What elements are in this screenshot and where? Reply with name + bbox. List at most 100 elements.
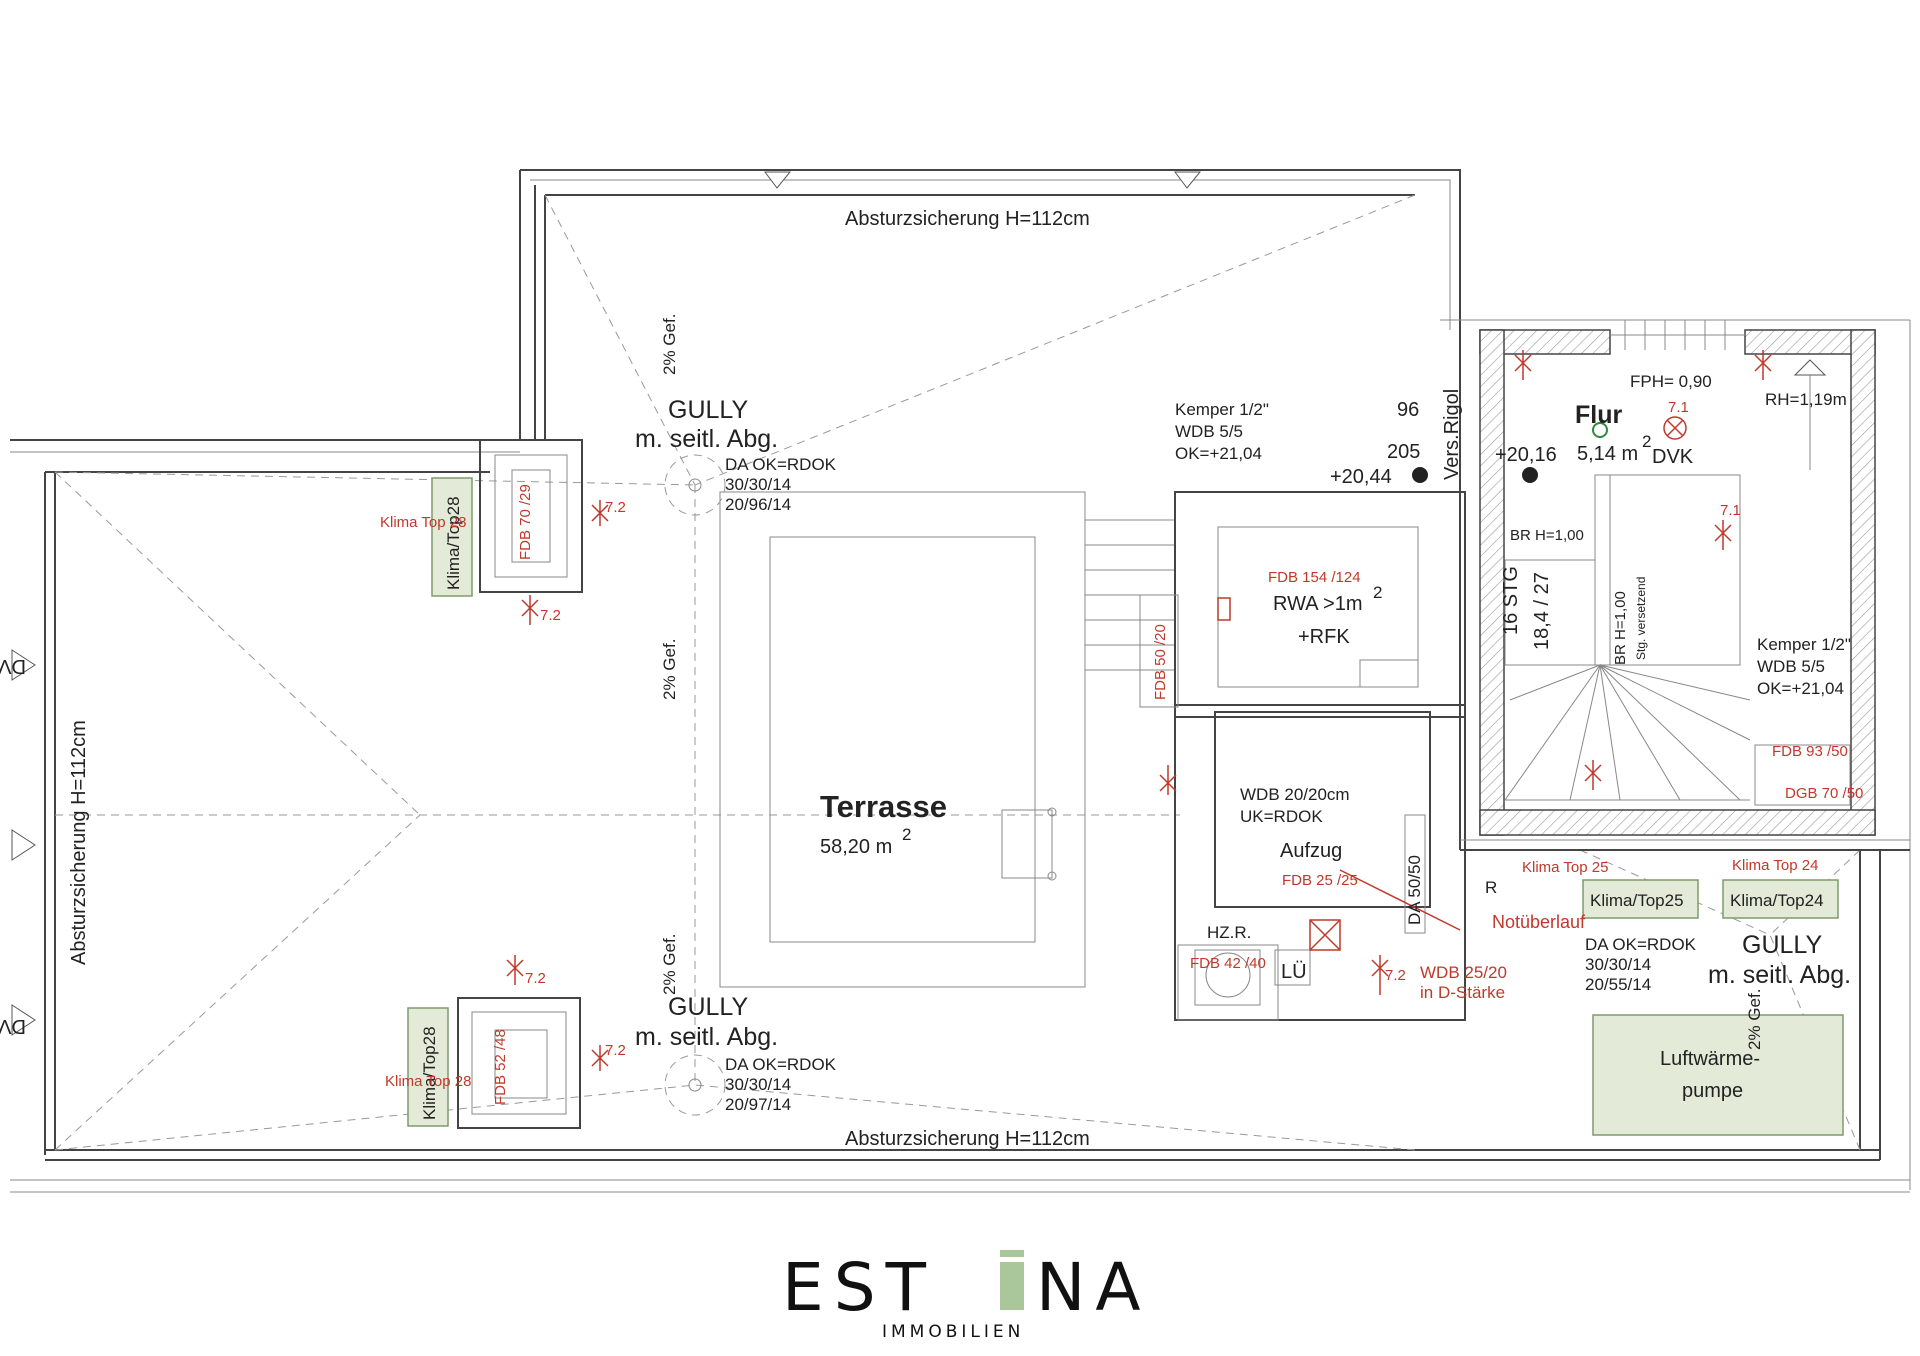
- label-dvk-left-1: DVK: [0, 655, 26, 677]
- klima-box-top28-a: [431, 477, 473, 597]
- label-level-2044: +20,44: [1330, 466, 1392, 488]
- label-gully-1-d3: 20/96/14: [725, 495, 791, 514]
- label-brh-2: BR H=1,00: [1612, 591, 1629, 665]
- label-flur-area-sup: 2: [1642, 432, 1651, 451]
- label-dvk-flur: DVK: [1652, 446, 1694, 468]
- label-gully-2-d2: 30/30/14: [725, 1075, 791, 1094]
- label-brh-1: BR H=1,00: [1510, 527, 1584, 544]
- gully-symbol-2: [664, 1054, 726, 1116]
- label-klima-top28-b: Klima/Top28: [420, 1026, 439, 1120]
- label-gully-3-d3: 20/55/14: [1585, 975, 1651, 994]
- label-gully-2-title: GULLY: [668, 993, 748, 1021]
- label-klima-red-4: Klima Top 24: [1732, 857, 1818, 874]
- label-rh: RH=1,19m: [1765, 390, 1847, 409]
- label-klima-red-2: Klima Top 28: [385, 1073, 471, 1090]
- label-n72-e: 7.2: [1385, 967, 1406, 984]
- label-n71-b: 7.1: [1720, 502, 1741, 519]
- klima-box-top28-b: [407, 1007, 449, 1127]
- label-klima-top25: Klima/Top25: [1590, 891, 1684, 910]
- label-railing-top: Absturzsicherung H=112cm: [845, 208, 1090, 230]
- label-kemper-2-b: WDB 5/5: [1757, 657, 1825, 676]
- label-n72-a: 7.2: [605, 499, 626, 516]
- level-marker-2: [1522, 467, 1538, 483]
- logo-text-right: NA: [1036, 1249, 1151, 1326]
- estina-logo: EST NA IMMOBILIEN: [782, 1249, 1151, 1342]
- label-fdb-154-124: FDB 154 /124: [1268, 569, 1361, 586]
- label-fdb-52-48: FDB 52 /48: [492, 1029, 509, 1105]
- label-slope-3: 2% Gef.: [660, 934, 679, 995]
- label-stg-sub: Stg. versetzend: [1634, 577, 1648, 660]
- label-wdb-20: WDB 20/20cm: [1240, 785, 1350, 804]
- label-klima-top28-a: Klima/Top28: [444, 496, 463, 590]
- label-n72-b: 7.2: [540, 607, 561, 624]
- klima-box-top25: [1582, 879, 1699, 919]
- label-stg-1: 16 STG: [1500, 566, 1522, 635]
- label-dgb-70-50: DGB 70 /50: [1785, 785, 1863, 802]
- label-wdb-25-b: in D-Stärke: [1420, 983, 1505, 1002]
- logo-accent-dot: [1000, 1250, 1024, 1257]
- label-kemper-2-a: Kemper 1/2": [1757, 635, 1851, 654]
- label-aufzug: Aufzug: [1280, 840, 1342, 862]
- label-n72-d: 7.2: [605, 1042, 626, 1059]
- heat-pump-box: [1592, 1014, 1844, 1136]
- label-klima-top24: Klima/Top24: [1730, 891, 1824, 910]
- logo-accent-bar: [1000, 1262, 1024, 1310]
- label-gully-2-d3: 20/97/14: [725, 1095, 791, 1114]
- label-vers-rigol: Vers.Rigol: [1441, 389, 1463, 480]
- label-flur-name: Flur: [1575, 401, 1622, 429]
- label-flur-area: 5,14 m: [1577, 443, 1638, 465]
- chimney-top: [479, 439, 583, 593]
- label-slope-4: 2% Gef.: [1745, 989, 1764, 1050]
- label-gully-2-d1: DA OK=RDOK: [725, 1055, 837, 1074]
- label-heatpump-1: Luftwärme-: [1660, 1048, 1760, 1070]
- label-gully-3-sub: m. seitl. Abg.: [1708, 961, 1851, 989]
- logo-subtitle: IMMOBILIEN: [882, 1322, 1024, 1342]
- terrace-frames: [719, 491, 1175, 988]
- level-marker-1: [1412, 467, 1428, 483]
- label-terrace-area-sup: 2: [902, 825, 911, 844]
- label-rfk: +RFK: [1298, 626, 1350, 648]
- label-uk-rdok: UK=RDOK: [1240, 807, 1323, 826]
- label-fdb-50-20: FDB 50 /20: [1152, 624, 1169, 700]
- gully-symbol-1: [664, 454, 726, 516]
- label-fdb-70-29: FDB 70 /29: [517, 484, 534, 560]
- label-terrace-name: Terrasse: [820, 789, 947, 824]
- label-kemper-1-c: OK=+21,04: [1175, 444, 1262, 463]
- label-da-50: DA 50/50: [1405, 855, 1424, 925]
- label-gully-1-d2: 30/30/14: [725, 475, 791, 494]
- label-kemper-2-c: OK=+21,04: [1757, 679, 1844, 698]
- label-dim-205: 205: [1387, 441, 1420, 463]
- label-dim-96: 96: [1397, 399, 1419, 421]
- label-gully-1-title: GULLY: [668, 396, 748, 424]
- label-gully-2-sub: m. seitl. Abg.: [635, 1023, 778, 1051]
- label-notueberlauf: Notüberlauf: [1492, 912, 1586, 932]
- logo-text-left: EST: [782, 1249, 936, 1326]
- label-terrace-area: 58,20 m: [820, 836, 892, 858]
- label-kemper-1-b: WDB 5/5: [1175, 422, 1243, 441]
- plan-labels: Absturzsicherung H=112cm Absturzsicherun…: [0, 208, 1863, 1150]
- label-fph: FPH= 0,90: [1630, 372, 1712, 391]
- label-level-2016: +20,16: [1495, 444, 1557, 466]
- label-slope-2: 2% Gef.: [660, 639, 679, 700]
- label-klima-red-3: Klima Top 25: [1522, 859, 1608, 876]
- klima-box-top24: [1722, 879, 1839, 919]
- label-fdb-25-25: FDB 25 /25: [1282, 872, 1358, 889]
- label-gully-3-d2: 30/30/14: [1585, 955, 1651, 974]
- label-klima-red-1: Klima Top 28: [380, 514, 466, 531]
- label-slope-1: 2% Gef.: [660, 314, 679, 375]
- label-stg-2: 18,4 / 27: [1531, 572, 1553, 650]
- flur-marker: [1592, 422, 1608, 438]
- label-hzr: HZ.R.: [1207, 923, 1251, 942]
- label-gully-1-sub: m. seitl. Abg.: [635, 425, 778, 453]
- label-fdb-93-50: FDB 93 /50: [1772, 743, 1848, 760]
- label-kemper-1-a: Kemper 1/2": [1175, 400, 1269, 419]
- label-dvk-left-2: DVK: [0, 1015, 26, 1037]
- red-markers: [506, 350, 1772, 1071]
- label-lu: LÜ: [1281, 961, 1307, 983]
- label-rwa-sup: 2: [1373, 583, 1382, 602]
- label-n71-a: 7.1: [1668, 399, 1689, 416]
- label-railing-bottom: Absturzsicherung H=112cm: [845, 1128, 1090, 1150]
- terrace-outline: [10, 169, 1911, 1193]
- label-r-mark: R: [1485, 878, 1497, 897]
